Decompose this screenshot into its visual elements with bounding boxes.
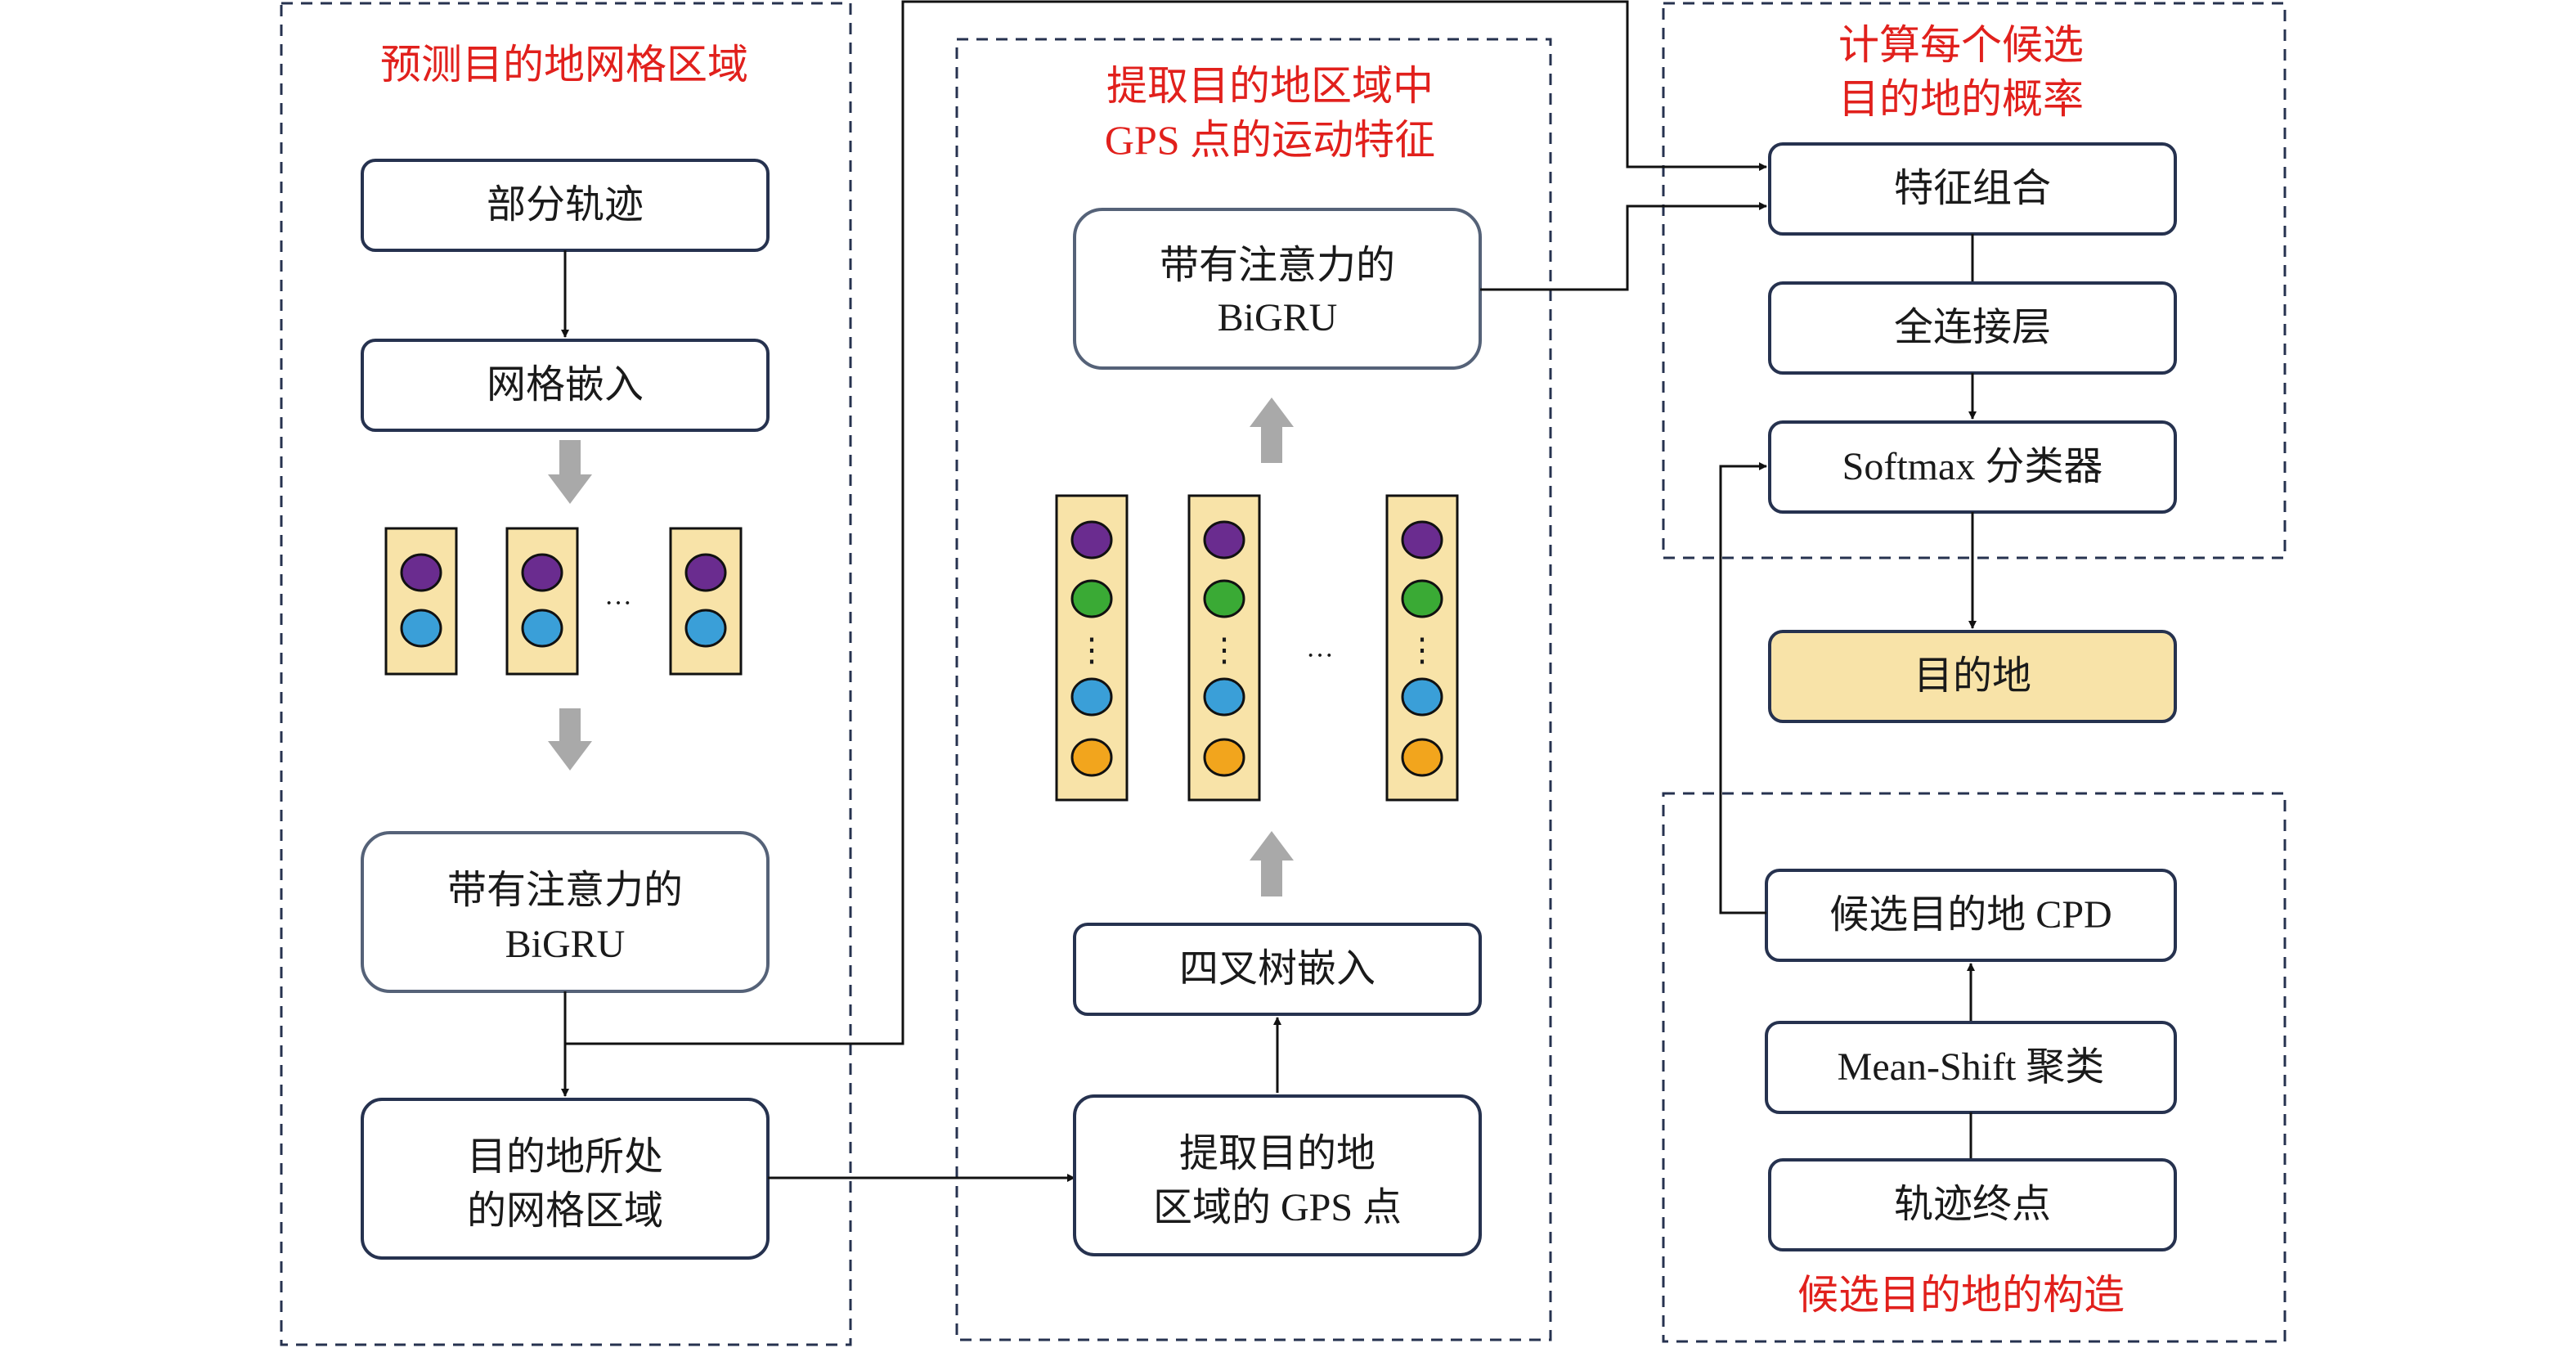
fully-connected-label: 全连接层	[1894, 306, 2051, 349]
middle-feature-vector-1: ⋮	[1055, 494, 1129, 802]
candidate-cpd-box	[1765, 869, 2177, 962]
right-top-panel-title-line2: 目的地的概率	[1838, 76, 2084, 122]
middle-panel-title-line2: GPS 点的运动特征	[1105, 117, 1435, 163]
quadtree-embedding-box	[1073, 923, 1482, 1016]
left-panel	[280, 2, 852, 1346]
gray-arrow-down-icon	[548, 708, 592, 771]
left-vectors-ellipsis: ···	[604, 588, 632, 618]
middle-vectors-ellipsis: ···	[1306, 640, 1334, 671]
destination-box	[1768, 630, 2177, 723]
trajectory-endpoints-box	[1768, 1158, 2177, 1251]
middle-feature-vector-2: ⋮	[1187, 494, 1261, 802]
grid-embedding-box	[361, 339, 770, 432]
destination-label: 目的地	[1914, 654, 2031, 698]
connector-left-bigru-to-feature-combination	[565, 0, 1767, 1045]
left-panel-title: 预测目的地网格区域	[380, 42, 748, 88]
dest-grid-box	[361, 1098, 770, 1260]
svg-text:⋮: ⋮	[1208, 631, 1241, 668]
middle-panel-title-line1: 提取目的地区域中	[1106, 63, 1434, 109]
svg-text:⋮: ⋮	[1075, 631, 1108, 668]
connector-cpd-to-softmax	[1719, 462, 1767, 914]
right-bottom-panel-title: 候选目的地的构造	[1797, 1272, 2125, 1318]
grid-embedding-label: 网格嵌入	[487, 363, 644, 407]
quadtree-embedding-label: 四叉树嵌入	[1179, 947, 1376, 991]
right-top-panel-title-line1: 计算每个候选	[1838, 22, 2084, 68]
left-embedding-vector-2	[505, 527, 579, 676]
right-bottom-panel	[1662, 792, 2287, 1343]
middle-bigru-box	[1073, 208, 1482, 370]
left-bigru-label-line2: BiGRU	[505, 923, 626, 966]
left-embedding-vector-3	[669, 527, 743, 676]
partial-trajectory-label: 部分轨迹	[487, 183, 644, 227]
left-bigru-label-line1: 带有注意力的	[447, 869, 683, 912]
middle-bigru-label-line2: BiGRU	[1218, 296, 1338, 339]
middle-bigru-label-line1: 带有注意力的	[1160, 244, 1395, 287]
extract-gps-label-line1: 提取目的地	[1179, 1132, 1376, 1175]
connector-middle-bigru-to-feature-combination	[1480, 202, 1767, 291]
gray-arrow-down-icon	[548, 440, 592, 504]
dest-grid-label-line1: 目的地所处	[467, 1135, 663, 1179]
gray-arrow-up-icon	[1250, 398, 1294, 463]
left-embedding-vector-1	[384, 527, 458, 676]
left-bigru-box	[361, 831, 770, 993]
extract-gps-box	[1073, 1094, 1482, 1256]
middle-feature-vector-3: ⋮	[1385, 494, 1459, 802]
extract-gps-label-line2: 区域的 GPS 点	[1153, 1186, 1402, 1229]
trajectory-endpoints-label: 轨迹终点	[1894, 1183, 2051, 1226]
candidate-cpd-label: 候选目的地 CPD	[1829, 893, 2112, 937]
softmax-label: Softmax 分类器	[1842, 445, 2103, 488]
middle-panel	[955, 38, 1552, 1341]
dest-grid-label-line2: 的网格区域	[467, 1189, 663, 1233]
gray-arrow-up-icon	[1250, 831, 1294, 896]
svg-text:⋮: ⋮	[1406, 631, 1438, 668]
mean-shift-label: Mean-Shift 聚类	[1838, 1045, 2105, 1089]
feature-combination-label: 特征组合	[1894, 167, 2051, 210]
